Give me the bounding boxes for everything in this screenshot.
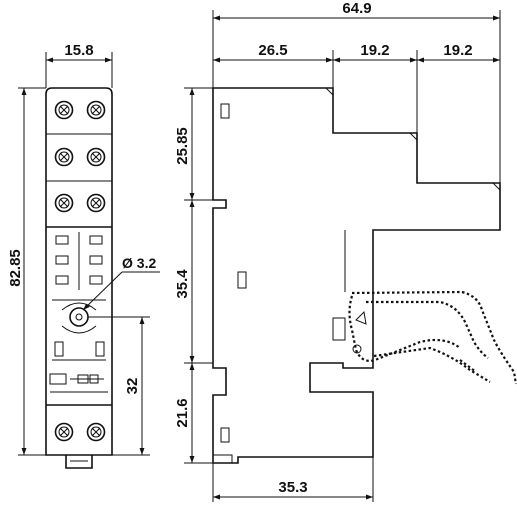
- dim-side-h1: 25.85: [174, 127, 191, 165]
- dim-front-lower: 32: [124, 378, 141, 395]
- dim-side-base: 35.3: [278, 479, 307, 496]
- terminal-screw-icon: [54, 422, 74, 442]
- dim-side-seg3: 19.2: [443, 42, 472, 59]
- relay-contact-slots: [52, 232, 106, 301]
- dim-side-seg1: 26.5: [258, 42, 287, 59]
- dim-front-width: 15.8: [64, 42, 93, 59]
- bottom-clip: [65, 455, 93, 469]
- terminal-screw-icon: [86, 147, 106, 167]
- mounting-hole: [69, 307, 89, 327]
- dim-side-h3: 21.6: [174, 398, 191, 427]
- terminal-screw-icon: [86, 193, 106, 213]
- terminal-screw-icon: [54, 193, 74, 213]
- dim-side-seg2: 19.2: [360, 42, 389, 59]
- terminal-screw-icon: [86, 422, 106, 442]
- side-body-outline: [212, 87, 501, 464]
- dim-hole-diameter: Ø 3.2: [122, 255, 156, 271]
- dim-side-total: 64.9: [342, 0, 371, 17]
- relay-clip-dotted: [351, 290, 517, 385]
- terminal-screw-icon: [54, 147, 74, 167]
- dim-side-h2: 35.4: [174, 269, 191, 299]
- front-view: 15.8 82.85 Ø 3.2 32: [7, 42, 160, 469]
- terminal-screw-icon: [54, 100, 74, 120]
- side-view: 64.9 26.5 19.2 19.2 25.85 35.4 21.6 35.3: [174, 0, 517, 502]
- terminal-screw-icon: [86, 100, 106, 120]
- dim-front-height: 82.85: [7, 249, 24, 287]
- front-body-outline: [45, 87, 113, 456]
